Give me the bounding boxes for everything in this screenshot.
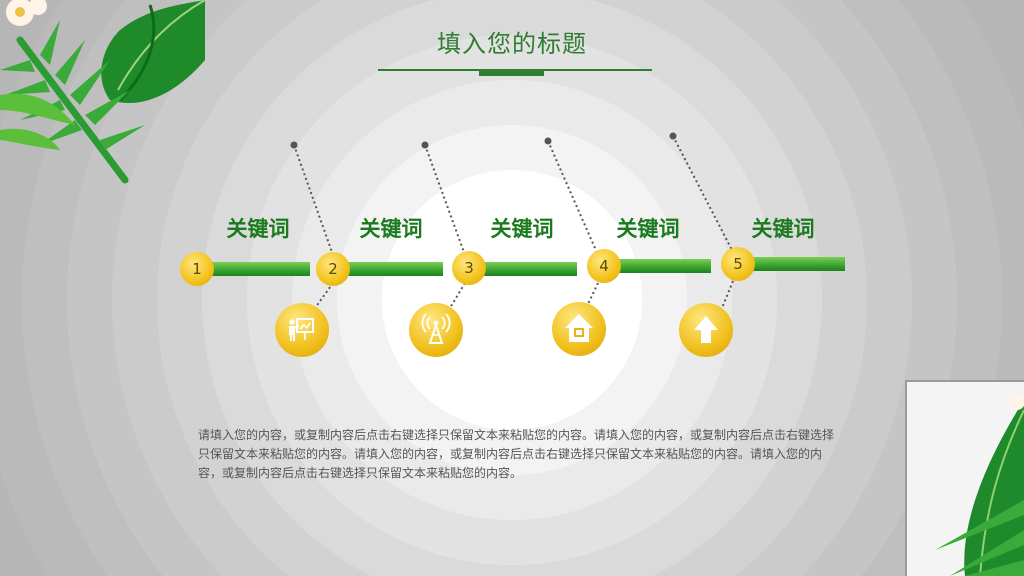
step-bar-2 [343, 262, 443, 276]
tropical-leaves-decoration [0, 0, 206, 184]
step-number-2: 2 [316, 252, 350, 286]
keyword-1: 关键词 [226, 217, 290, 241]
body-paragraph: 请填入您的内容，或复制内容后点击右键选择只保留文本来粘贴您的内容。请填入您的内容… [198, 428, 835, 480]
keyword-2: 关键词 [359, 217, 423, 241]
upload-arrow-icon [679, 303, 733, 357]
step-bar-4 [611, 259, 711, 273]
signal-tower-icon [409, 303, 463, 357]
step-number-4: 4 [587, 249, 621, 283]
keyword-3: 关键词 [490, 217, 554, 241]
keyword-4: 关键词 [616, 217, 680, 241]
step-bar-5 [745, 257, 845, 271]
slide-title: 填入您的标题 [437, 30, 587, 58]
step-number-5: 5 [721, 247, 755, 281]
title-accent-bar [479, 70, 544, 76]
step-number-1: 1 [180, 252, 214, 286]
house-icon [552, 302, 606, 356]
tropical-leaves-decoration-bottom [935, 394, 1024, 576]
step-number-3: 3 [452, 251, 486, 285]
step-bar-1 [210, 262, 310, 276]
step-bar-3 [477, 262, 577, 276]
keyword-5: 关键词 [751, 217, 815, 241]
presentation-icon [275, 303, 329, 357]
